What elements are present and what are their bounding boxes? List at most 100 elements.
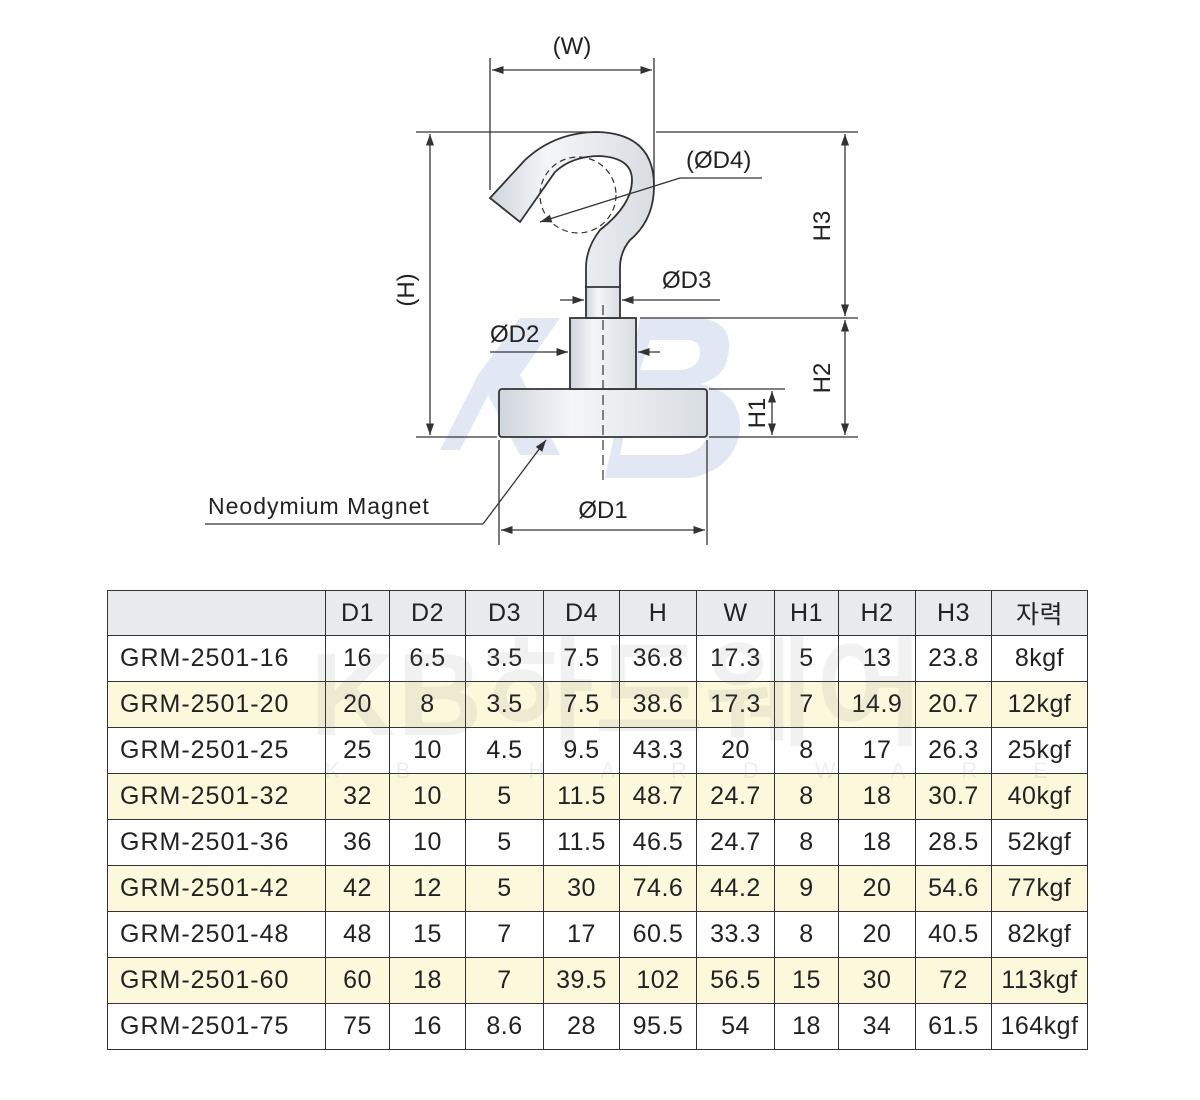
value-cell: 8kgf bbox=[991, 635, 1088, 682]
value-cell: 6.5 bbox=[389, 635, 466, 682]
value-cell: 20 bbox=[838, 865, 916, 912]
model-cell: GRM-2501-60 bbox=[107, 957, 326, 1004]
value-cell: 60 bbox=[325, 957, 390, 1004]
value-cell: 25kgf bbox=[991, 727, 1088, 774]
value-cell: 7 bbox=[465, 911, 544, 958]
header-cell: D2 bbox=[389, 590, 466, 636]
header-cell: D3 bbox=[465, 590, 544, 636]
dim-d1 bbox=[498, 440, 708, 545]
value-cell: 5 bbox=[465, 865, 544, 912]
header-cell: H2 bbox=[838, 590, 916, 636]
value-cell: 40.5 bbox=[915, 911, 992, 958]
value-cell: 10 bbox=[389, 819, 466, 866]
model-cell: GRM-2501-75 bbox=[107, 1003, 326, 1050]
value-cell: 61.5 bbox=[915, 1003, 992, 1050]
value-cell: 7.5 bbox=[543, 681, 620, 728]
value-cell: 40kgf bbox=[991, 773, 1088, 820]
value-cell: 44.2 bbox=[696, 865, 775, 912]
value-cell: 102 bbox=[619, 957, 697, 1004]
magnet-leader bbox=[205, 439, 547, 525]
dim-h bbox=[416, 131, 598, 438]
value-cell: 36 bbox=[325, 819, 390, 866]
label-d1: ØD1 bbox=[578, 497, 627, 524]
value-cell: 18 bbox=[838, 819, 916, 866]
value-cell: 8 bbox=[774, 819, 839, 866]
header-cell: D4 bbox=[543, 590, 620, 636]
value-cell: 9 bbox=[774, 865, 839, 912]
model-cell: GRM-2501-25 bbox=[107, 727, 326, 774]
value-cell: 164kgf bbox=[991, 1003, 1088, 1050]
value-cell: 30 bbox=[543, 865, 620, 912]
value-cell: 5 bbox=[774, 635, 839, 682]
dim-h2 bbox=[709, 320, 858, 438]
dim-d4 bbox=[539, 177, 762, 223]
value-cell: 18 bbox=[389, 957, 466, 1004]
value-cell: 17.3 bbox=[696, 635, 775, 682]
value-cell: 7 bbox=[774, 681, 839, 728]
hook-magnet-drawing: (W) (ØD4) (H) H3 ØD3 ØD2 H2 H1 bbox=[205, 33, 858, 545]
header-cell: H1 bbox=[774, 590, 839, 636]
value-cell: 77kgf bbox=[991, 865, 1088, 912]
value-cell: 12 bbox=[389, 865, 466, 912]
value-cell: 74.6 bbox=[619, 865, 697, 912]
value-cell: 3.5 bbox=[465, 681, 544, 728]
model-cell: GRM-2501-20 bbox=[107, 681, 326, 728]
header-cell: D1 bbox=[325, 590, 390, 636]
value-cell: 14.9 bbox=[838, 681, 916, 728]
value-cell: 95.5 bbox=[619, 1003, 697, 1050]
value-cell: 8 bbox=[774, 773, 839, 820]
value-cell: 8 bbox=[774, 727, 839, 774]
value-cell: 54 bbox=[696, 1003, 775, 1050]
value-cell: 32 bbox=[325, 773, 390, 820]
label-d2: ØD2 bbox=[490, 321, 539, 348]
label-d4: (ØD4) bbox=[686, 147, 751, 174]
model-cell: GRM-2501-16 bbox=[107, 635, 326, 682]
value-cell: 20 bbox=[325, 681, 390, 728]
value-cell: 17.3 bbox=[696, 681, 775, 728]
dim-h3 bbox=[640, 131, 858, 319]
label-d3: ØD3 bbox=[662, 267, 711, 294]
value-cell: 48 bbox=[325, 911, 390, 958]
model-cell: GRM-2501-36 bbox=[107, 819, 326, 866]
label-w: (W) bbox=[553, 33, 592, 60]
value-cell: 5 bbox=[465, 773, 544, 820]
value-cell: 7 bbox=[465, 957, 544, 1004]
value-cell: 11.5 bbox=[543, 773, 620, 820]
value-cell: 56.5 bbox=[696, 957, 775, 1004]
value-cell: 15 bbox=[774, 957, 839, 1004]
value-cell: 52kgf bbox=[991, 819, 1088, 866]
model-cell: GRM-2501-42 bbox=[107, 865, 326, 912]
value-cell: 24.7 bbox=[696, 819, 775, 866]
value-cell: 17 bbox=[838, 727, 916, 774]
value-cell: 13 bbox=[838, 635, 916, 682]
value-cell: 15 bbox=[389, 911, 466, 958]
hook-wire bbox=[488, 131, 655, 288]
value-cell: 48.7 bbox=[619, 773, 697, 820]
value-cell: 9.5 bbox=[543, 727, 620, 774]
header-cell: H bbox=[619, 590, 697, 636]
value-cell: 60.5 bbox=[619, 911, 697, 958]
value-cell: 34 bbox=[838, 1003, 916, 1050]
header-cell bbox=[107, 590, 326, 636]
value-cell: 20 bbox=[696, 727, 775, 774]
value-cell: 4.5 bbox=[465, 727, 544, 774]
value-cell: 42 bbox=[325, 865, 390, 912]
value-cell: 18 bbox=[838, 773, 916, 820]
value-cell: 82kgf bbox=[991, 911, 1088, 958]
model-cell: GRM-2501-32 bbox=[107, 773, 326, 820]
value-cell: 18 bbox=[774, 1003, 839, 1050]
value-cell: 17 bbox=[543, 911, 620, 958]
value-cell: 8.6 bbox=[465, 1003, 544, 1050]
value-cell: 30.7 bbox=[915, 773, 992, 820]
value-cell: 39.5 bbox=[543, 957, 620, 1004]
model-cell: GRM-2501-48 bbox=[107, 911, 326, 958]
value-cell: 23.8 bbox=[915, 635, 992, 682]
value-cell: 8 bbox=[389, 681, 466, 728]
